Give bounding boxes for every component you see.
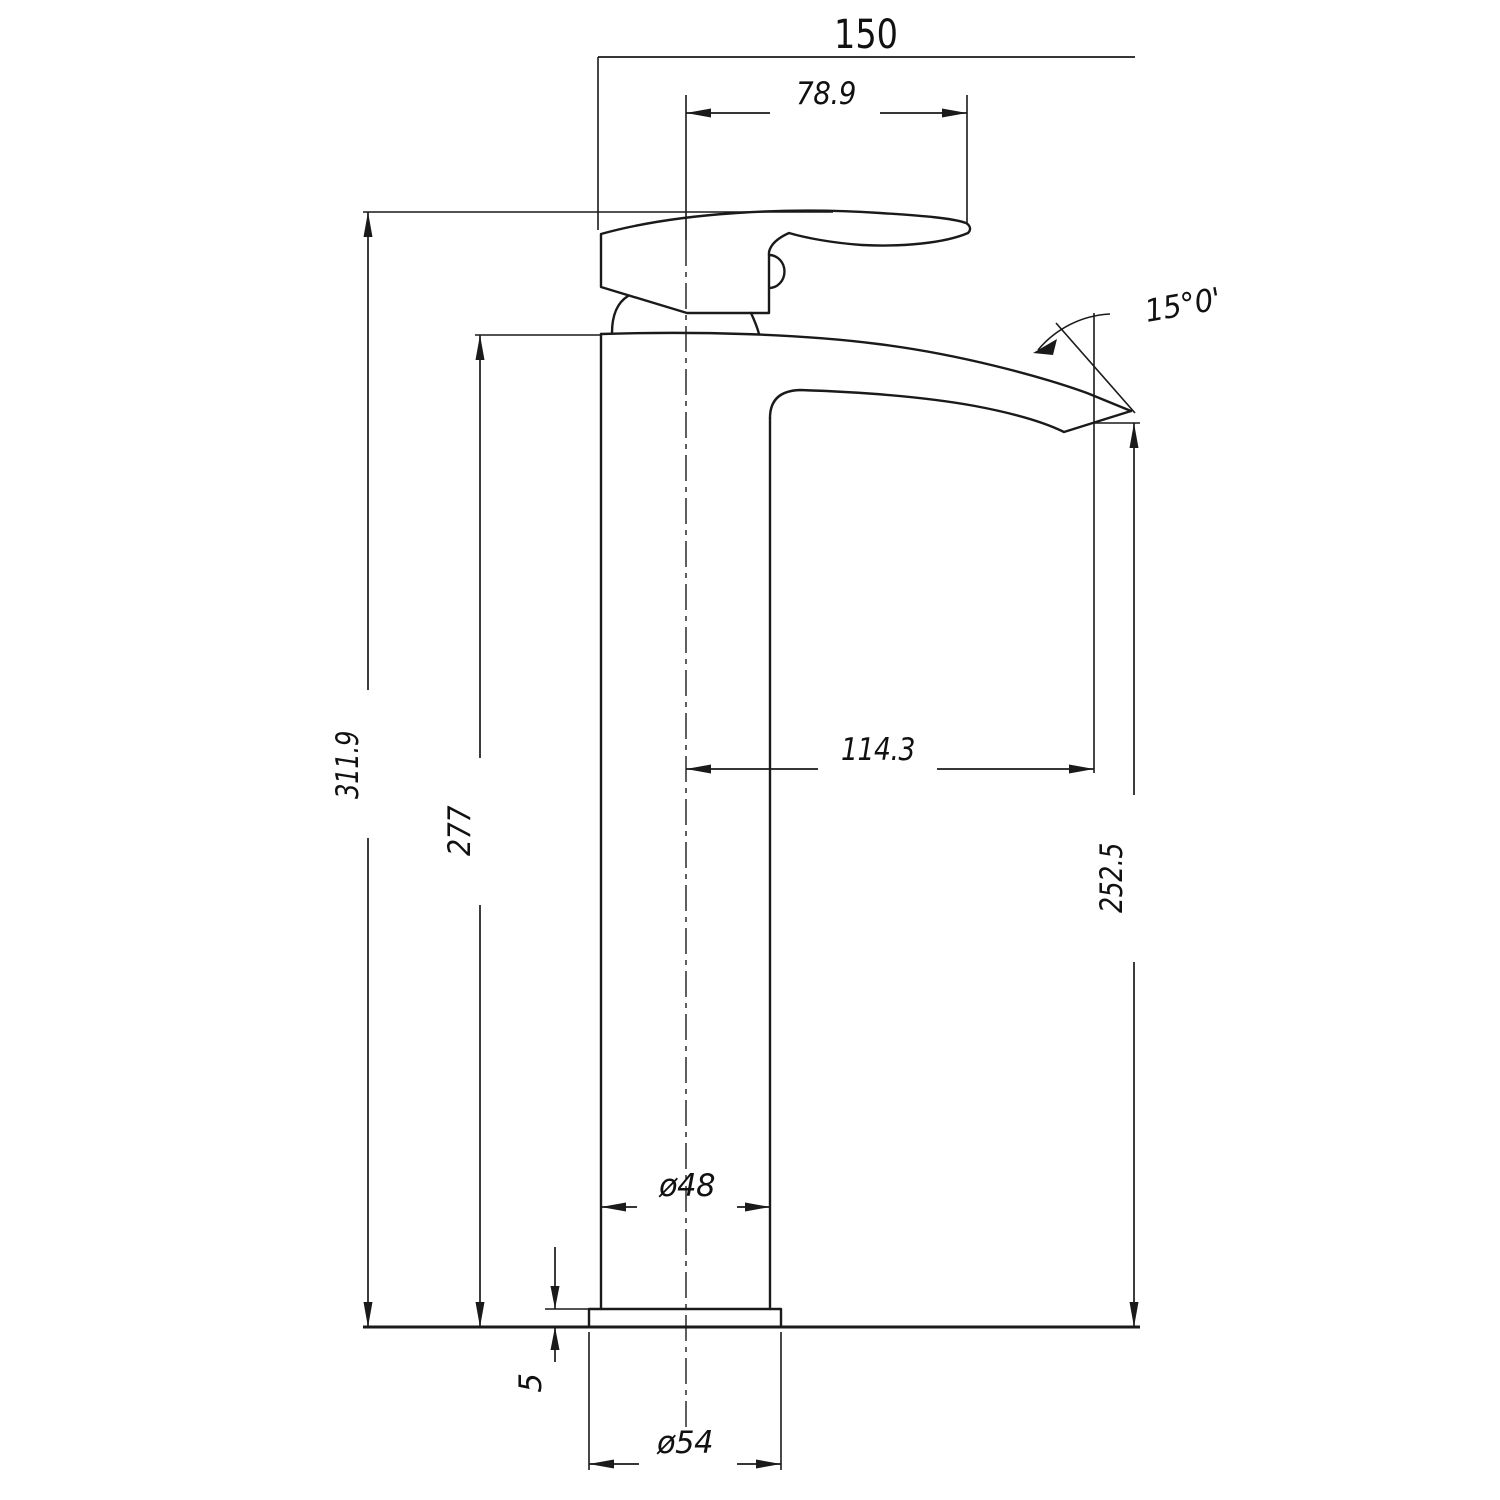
dim-handle-reach-label: 78.9: [796, 76, 856, 112]
dim-48-arrow-right: [745, 1202, 770, 1212]
dim-54-arrow-right: [756, 1459, 781, 1469]
dim-spout-angle-label: 15°0': [1142, 281, 1223, 330]
dim-spout-outlet-height-label: 252.5: [1094, 843, 1130, 913]
handle-lever-outline: [599, 209, 972, 315]
dim-277-arrow-top: [475, 335, 485, 360]
dim-54-arrow-left: [589, 1459, 614, 1469]
dim-spout-reach-label: 114.3: [841, 732, 915, 768]
handle-pivot-bulge: [767, 253, 786, 290]
spout-underside-curve: [768, 388, 1133, 434]
faucet-outline: [363, 209, 1140, 1329]
dim-311-arrow-bottom: [363, 1302, 373, 1327]
spout-top-curve: [599, 331, 1133, 413]
dim-311-arrow-top: [363, 212, 373, 237]
dim-114-arrow-right: [1069, 764, 1094, 774]
dim-277-arrow-bottom: [475, 1302, 485, 1327]
base-plate: [587, 1307, 783, 1329]
dim-114-arrow-left: [686, 764, 711, 774]
body-dome-left-arc: [610, 294, 630, 335]
dim-252-arrow-bottom: [1129, 1302, 1139, 1327]
body-dome-right-arc: [749, 311, 761, 336]
dim-base-thickness-label: 5: [513, 1373, 549, 1392]
dim-78-arrow-left: [686, 108, 711, 118]
dim-angle-arc: [1037, 313, 1111, 351]
dim-5-arrow-down: [550, 1286, 560, 1309]
dim-angle-slant-line: [1055, 322, 1136, 414]
dim-overall-width-label: 150: [834, 12, 898, 58]
dimension-annotations: 150 78.9 15°0' 311.9 277 114.3: [330, 12, 1223, 1470]
dim-78-arrow-right: [942, 108, 967, 118]
dim-body-height-label: 277: [442, 805, 478, 856]
dim-5-arrow-up: [550, 1327, 560, 1350]
dim-overall-height-label: 311.9: [330, 731, 366, 799]
dim-base-diameter-label: ø54: [656, 1425, 713, 1461]
dim-angle-arrow: [1033, 339, 1057, 355]
dim-48-arrow-left: [601, 1202, 626, 1212]
dim-252-arrow-top: [1129, 423, 1139, 448]
dim-body-diameter-label: ø48: [658, 1168, 715, 1204]
